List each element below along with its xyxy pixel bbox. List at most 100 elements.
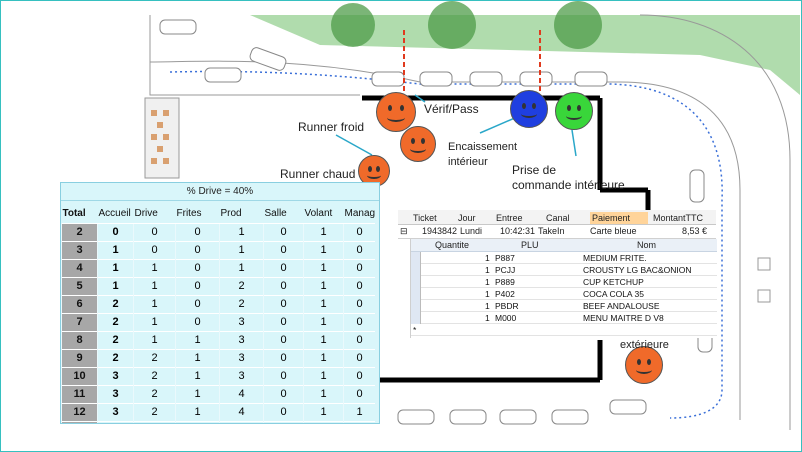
ticket-jour: Lundi [460,226,483,236]
row-selector[interactable] [411,264,421,276]
line-nom: COCA COLA 35 [583,289,644,299]
header-montant[interactable]: MontantTTC [653,213,704,223]
staff-cell: 1 [263,420,304,423]
staff-cell: 1 [303,294,344,313]
staff-cell: 0 [263,330,304,349]
ticket-canal: TakeIn [538,226,565,236]
staff-cell: 1 [175,420,220,423]
drive-path [169,70,723,419]
staff-cell: 1 [303,348,344,367]
ticket-header-row: Ticket Jour Entree Canal Paiement Montan… [398,210,716,225]
row-selector[interactable] [411,288,421,300]
staff-cell: 1 [133,330,176,349]
ticket-paiement: Carte bleue [590,226,637,236]
exterieure-person-icon [625,346,663,384]
staff-cell: 0 [343,276,376,295]
verif-pass-person-icon [376,92,416,132]
staff-cell: 2 [97,312,134,331]
staff-cell: 1 [175,348,220,367]
staff-cell: 0 [263,294,304,313]
staff-cell: 4 [219,402,264,421]
staff-cell: 9 [61,348,98,367]
new-record-marker: * [413,325,417,335]
header-paiement[interactable]: Paiement [590,212,648,224]
staff-cell: 1 [343,402,376,421]
line-qty: 1 [485,265,490,275]
staff-cell: 1 [133,258,176,277]
staff-cell: 0 [263,258,304,277]
staff-cell: 1 [97,240,134,259]
line-plu: M000 [495,313,517,323]
staff-cell: 5 [61,276,98,295]
header-nom[interactable]: Nom [637,240,657,250]
staff-cell: 0 [343,258,376,277]
line-nom: CROUSTY LG BAC&ONION [583,265,692,275]
staff-cell: 1 [303,366,344,385]
staff-cell: 1 [133,294,176,313]
staff-col-header: Salle [264,208,287,220]
row-selector[interactable] [411,276,421,288]
staff-cell: 0 [263,384,304,403]
exterieure-label: extérieure [620,339,669,351]
staff-cell: 2 [133,402,176,421]
line-plu: P402 [495,289,515,299]
staff-col-header: Drive [134,208,158,220]
encaissement-label: Encaissement intérieur [448,141,518,168]
staff-cell: 1 [303,276,344,295]
line-plu: PBDR [495,301,519,311]
staff-cell: 1 [175,366,220,385]
header-ticket[interactable]: Ticket [413,213,437,223]
staff-cell: 3 [97,384,134,403]
staff-cell: 3 [61,240,98,259]
staff-cell: 1 [219,222,264,241]
row-selector[interactable] [411,312,421,324]
staff-cell: 1 [343,420,376,423]
staff-cell: 1 [133,276,176,295]
new-record-row[interactable]: * [411,324,717,336]
line-qty: 1 [485,253,490,263]
header-canal[interactable]: Canal [546,213,570,223]
runner-froid-person-icon [400,126,436,162]
staff-cell: 11 [61,384,98,403]
header-plu[interactable]: PLU [521,240,539,250]
header-jour[interactable]: Jour [458,213,476,223]
staff-cell: 2 [219,294,264,313]
line-plu: PCJJ [495,265,516,275]
row-selector[interactable] [411,252,421,264]
staff-col-header: Accueil [98,208,131,220]
staff-cell: 1 [303,402,344,421]
ticket-line-row[interactable]: 1 PCJJ CROUSTY LG BAC&ONION [411,264,717,276]
staff-cell: 0 [343,330,376,349]
staff-cell: 0 [263,402,304,421]
staff-cell: 1 [303,222,344,241]
staff-cell: 0 [263,276,304,295]
staff-cell: 0 [175,222,220,241]
staff-cell: 0 [175,312,220,331]
staff-cell: 0 [175,258,220,277]
staff-cell: 2 [133,420,176,423]
encaissement-person-icon [510,90,548,128]
line-qty: 1 [485,301,490,311]
staff-cell: 1 [303,240,344,259]
header-entree[interactable]: Entree [496,213,523,223]
row-selector[interactable] [411,300,421,312]
staffing-table-title: % Drive = 40% [61,183,379,201]
staff-cell: 1 [303,330,344,349]
staff-cell: 0 [343,384,376,403]
ticket-entree: 10:42:31 [500,226,536,236]
staff-cell: 3 [219,348,264,367]
staff-cell: 1 [219,240,264,259]
ticket-record-row[interactable]: ⊟ 1943842 Lundi 10:42:31 TakeIn Carte bl… [398,225,716,239]
expand-toggle-icon[interactable]: ⊟ [400,226,408,236]
header-quantite[interactable]: Quantite [435,240,470,250]
